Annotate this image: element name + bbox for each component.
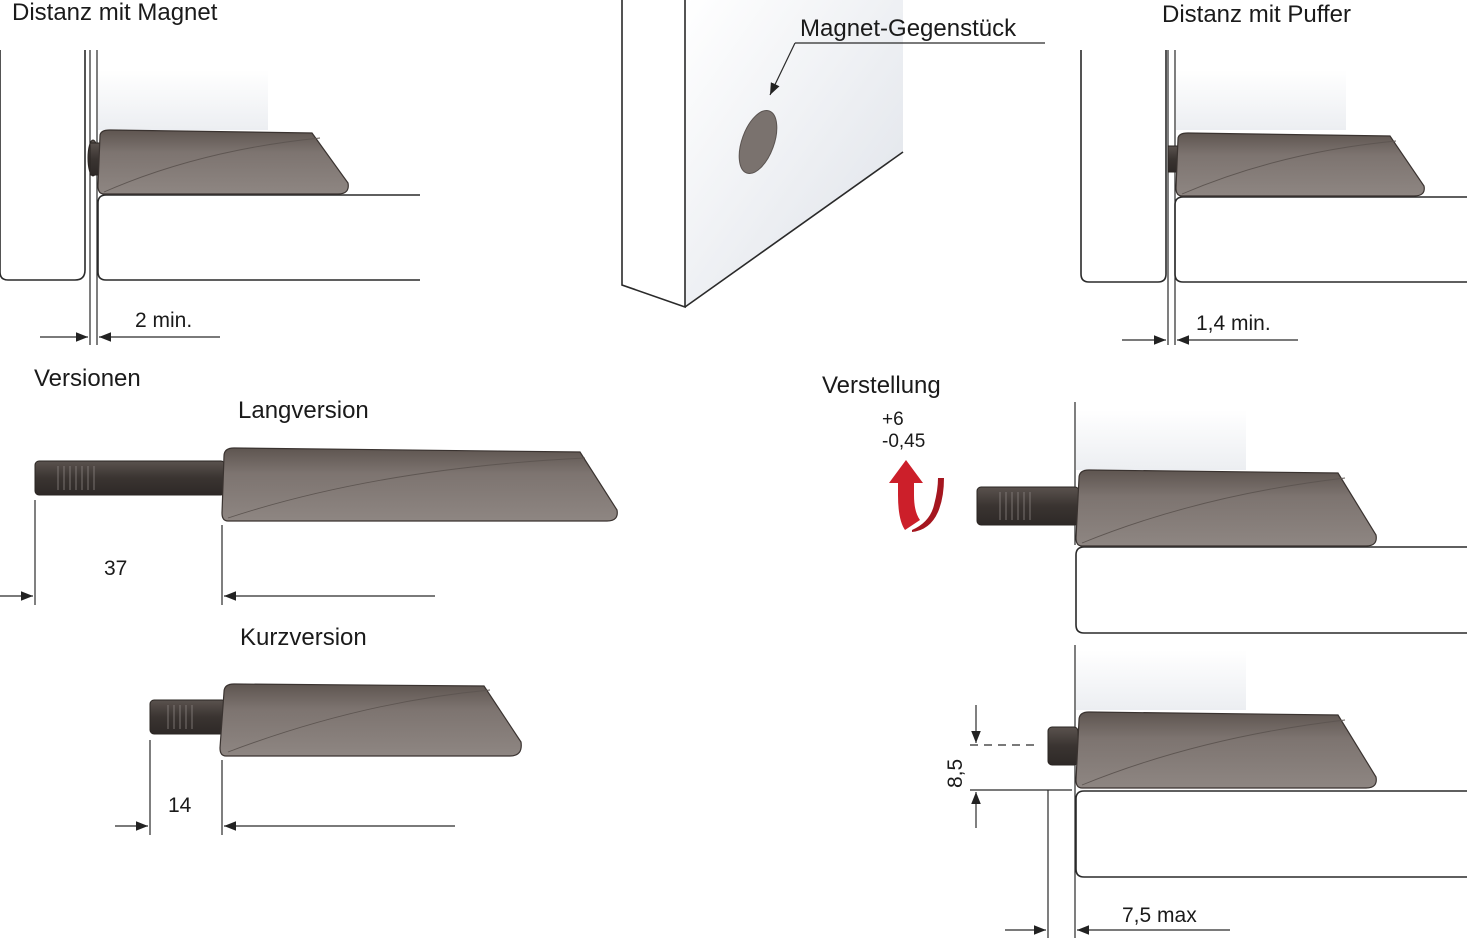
dim-puffer-gap: 1,4 min. xyxy=(1196,312,1271,335)
cabinet-shelf xyxy=(1075,546,1467,634)
counterpart-disc xyxy=(738,110,778,174)
extended-pin xyxy=(976,486,1080,526)
latch-crease xyxy=(1181,140,1397,195)
section-magnet-gegenstueck: Magnet-Gegenstück xyxy=(621,0,1045,309)
rotate-arrow-icon xyxy=(889,460,944,532)
title-versionen: Versionen xyxy=(34,365,141,392)
shadow xyxy=(98,70,268,130)
short-pin xyxy=(149,699,227,735)
dim-magnet-gap: 2 min. xyxy=(135,309,192,332)
cabinet-shelf xyxy=(1174,196,1467,283)
title-langversion: Langversion xyxy=(238,397,369,424)
door-side xyxy=(621,0,686,309)
long-pin xyxy=(34,460,226,496)
title-distanz-puffer: Distanz mit Puffer xyxy=(1162,1,1351,28)
section-distanz-magnet: Distanz mit Magnet 2 min. xyxy=(0,0,420,345)
dim-lang-pin: 37 xyxy=(104,557,127,580)
title-magnet-gegenstueck: Magnet-Gegenstück xyxy=(800,15,1017,42)
pin-grip xyxy=(999,492,1031,520)
adjust-minus: -0,45 xyxy=(882,431,925,452)
title-kurzversion: Kurzversion xyxy=(240,624,367,651)
latch-body xyxy=(1175,132,1425,197)
pin-grip xyxy=(167,705,193,729)
section-distanz-puffer: Distanz mit Puffer 1,4 min. xyxy=(1080,1,1467,345)
dim-max-depth: 7,5 max xyxy=(1122,904,1197,927)
shadow xyxy=(1076,650,1246,710)
latch-crease xyxy=(227,689,491,753)
dim-height-offset: 8,5 xyxy=(944,759,967,788)
door-face xyxy=(685,0,903,307)
cabinet-shelf xyxy=(97,194,420,281)
door-panel xyxy=(1080,50,1167,283)
adjust-plus: +6 xyxy=(882,409,904,430)
retracted-pin xyxy=(1047,726,1079,766)
cabinet-shelf xyxy=(1075,790,1467,878)
title-distanz-magnet: Distanz mit Magnet xyxy=(12,0,218,26)
latch-crease xyxy=(103,137,321,193)
door-panel xyxy=(0,50,86,281)
latch-body-short xyxy=(219,683,522,757)
latch-crease xyxy=(1081,477,1346,544)
latch-body xyxy=(1075,469,1377,547)
shadow xyxy=(1176,70,1346,130)
dim-kurz-pin: 14 xyxy=(168,794,192,817)
section-verstellung: Verstellung +6 -0,45 8,5 xyxy=(822,372,1467,938)
section-versionen: Versionen Langversion 37 Kurzversion xyxy=(0,365,618,835)
latch-body xyxy=(97,129,349,195)
leader-arrow xyxy=(769,42,796,96)
latch-body xyxy=(1075,711,1377,789)
latch-body-long xyxy=(221,447,618,522)
latch-crease xyxy=(227,457,586,519)
door-bottom-edge xyxy=(684,151,904,308)
shadow xyxy=(1076,410,1246,470)
title-verstellung: Verstellung xyxy=(822,372,941,399)
pin-grip xyxy=(57,466,95,490)
latch-crease xyxy=(1081,719,1346,786)
